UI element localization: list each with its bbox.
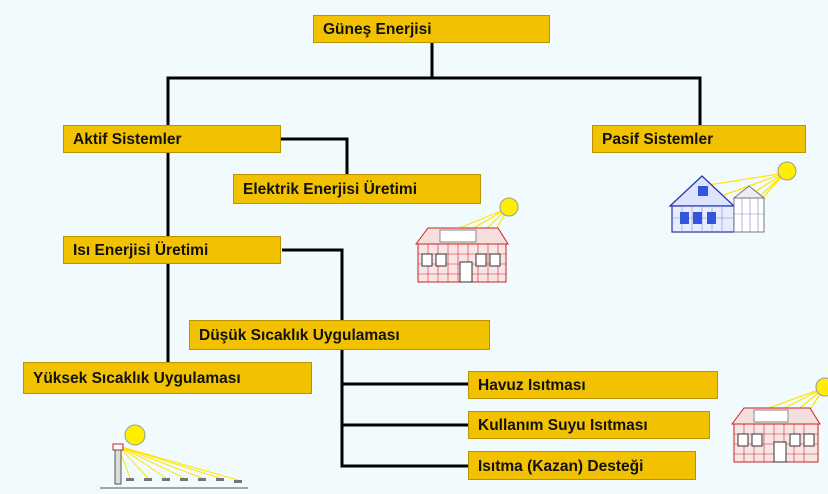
pool-heating-node: Havuz Isıtması bbox=[468, 371, 718, 399]
high-temp-node: Yüksek Sıcaklık Uygulaması bbox=[23, 362, 312, 394]
root-node: Güneş Enerjisi bbox=[313, 15, 550, 43]
thermal-house-sun-icon bbox=[731, 377, 828, 463]
heat-production-node: Isı Enerjisi Üretimi bbox=[63, 236, 281, 264]
water-heating-node: Kullanım Suyu Isıtması bbox=[468, 411, 710, 439]
pv-house-sun-icon bbox=[415, 197, 519, 283]
heating-support-node: Isıtma (Kazan) Desteği bbox=[468, 451, 696, 480]
active-systems-node: Aktif Sistemler bbox=[63, 125, 281, 153]
low-temp-node: Düşük Sıcaklık Uygulaması bbox=[189, 320, 490, 350]
passive-house-sun-icon bbox=[668, 161, 797, 233]
passive-systems-node: Pasif Sistemler bbox=[592, 125, 806, 153]
electric-production-node: Elektrik Enerjisi Üretimi bbox=[233, 174, 481, 204]
solar-tower-icon bbox=[100, 424, 248, 489]
